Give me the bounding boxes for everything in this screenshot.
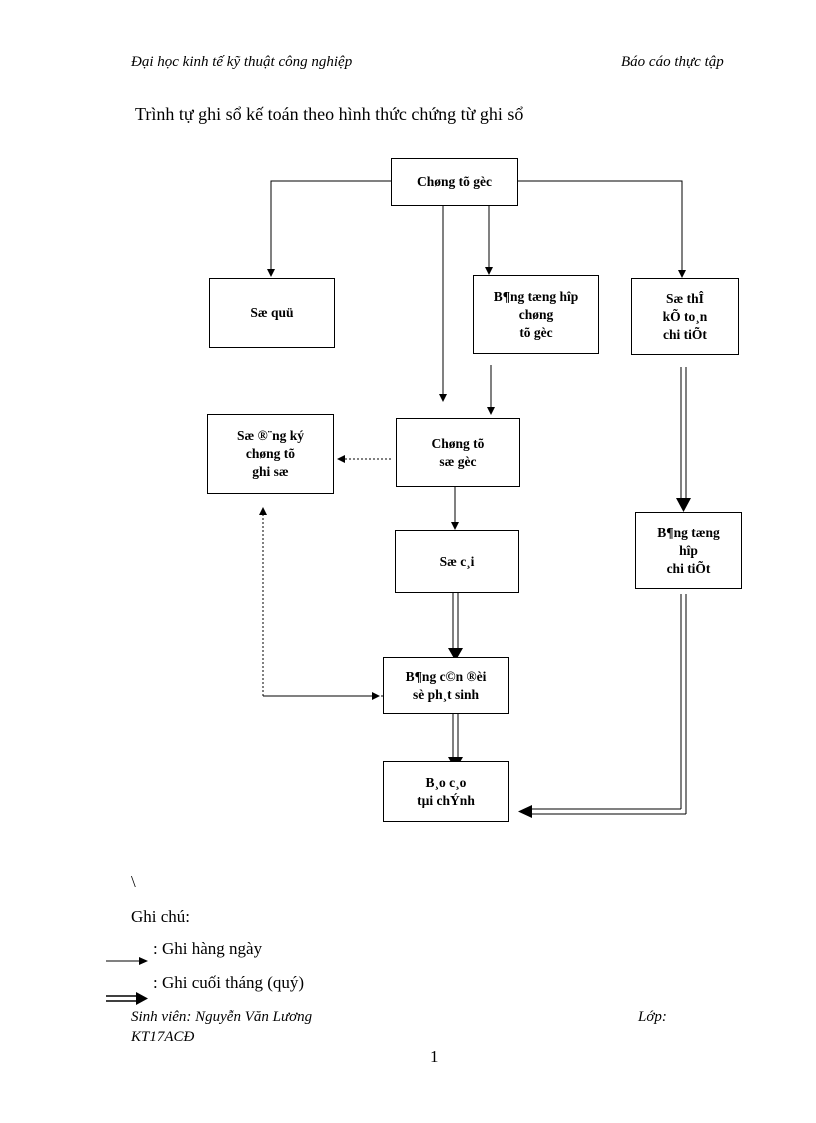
page-title: Trình tự ghi sổ kế toán theo hình thức c…	[135, 104, 524, 124]
legend-heading: Ghi chú:	[131, 907, 191, 926]
box-so-the-ke-toan-chi-tiet: Sæ thÎ kÕ to¸n chi tiÕt	[631, 278, 739, 355]
box-bang-tong-hop-chi-tiet: B¶ng tæng hîp chi tiÕt	[635, 512, 742, 589]
legend-double-arrow-icon	[106, 992, 148, 1005]
box-bao-cao-tai-chinh: B¸o c¸o tµi chÝnh	[383, 761, 509, 822]
box-so-quy: Sæ quü	[209, 278, 335, 348]
header-school: Đại học kinh tế kỹ thuật công nghiệp	[131, 54, 353, 70]
dotted-arrow-bangcandoi-to-sodangky	[259, 507, 383, 697]
arrow-goc-to-soquy	[267, 180, 391, 277]
legend-period-end-label: : Ghi cuối tháng (quý)	[153, 973, 305, 992]
footer-class-label: Lớp:	[638, 1009, 667, 1025]
arrow-goc-to-sothe	[518, 180, 686, 278]
header-report-type: Báo cáo thực tập	[621, 54, 724, 70]
footer-class-code: KT17ACĐ	[131, 1029, 195, 1045]
box-chung-tu-goc: Chøng tõ gèc	[391, 158, 518, 206]
page-number: 1	[430, 1047, 439, 1066]
legend-daily-label: : Ghi hàng ngày	[153, 939, 263, 958]
box-bang-can-doi-so-phat-sinh: B¶ng c©n ®èi sè ph¸t sinh	[383, 657, 509, 714]
box-so-dang-ky-chung-tu-ghi-so: Sæ ®¨ng ký chøng tõ ghi sæ	[207, 414, 334, 494]
footer-student: Sinh viên: Nguyễn Văn Lương	[131, 1009, 313, 1025]
box-so-cai: Sæ c¸i	[395, 530, 519, 593]
box-bang-tong-hop-chung-tu-goc: B¶ng tæng hîp chøng tõ gèc	[473, 275, 599, 354]
stray-backslash: \	[131, 872, 136, 891]
box-chung-tu-so-goc: Chøng tõ sæ gèc	[396, 418, 520, 487]
legend-single-arrow-icon	[106, 957, 148, 965]
